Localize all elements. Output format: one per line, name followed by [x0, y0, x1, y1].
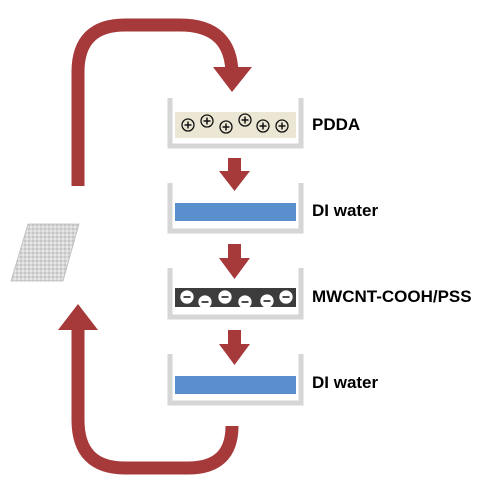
negative-ion-3	[218, 290, 232, 304]
step-label-mwcnt: MWCNT-COOH/PSS	[312, 287, 472, 306]
step-label-pdda: PDDA	[312, 115, 361, 134]
positive-ion-2	[200, 114, 214, 128]
bath-pdda	[167, 98, 304, 149]
bath-di-water-1	[167, 183, 304, 234]
bath-di-water-2	[167, 354, 304, 406]
negative-ion-4	[238, 295, 252, 309]
loop-arrow-top	[71, 18, 239, 186]
positive-ion-4	[238, 113, 252, 127]
ions-pdda	[181, 113, 289, 134]
step-label-di-water-1: DI water	[312, 201, 379, 220]
down-arrow-2	[219, 244, 250, 279]
negative-ion-1	[180, 290, 194, 304]
negative-ion-5	[260, 294, 274, 308]
container-3	[167, 268, 304, 320]
solution-pdda	[175, 112, 296, 138]
negative-ion-6	[279, 290, 293, 304]
container-4	[167, 354, 304, 406]
negative-ion-2	[198, 295, 212, 309]
positive-ion-5	[256, 119, 270, 133]
solution-water-2	[175, 376, 296, 394]
solution-water-1	[175, 203, 296, 221]
ions-mwcnt	[180, 290, 293, 309]
loop-arrow-bottom	[71, 328, 239, 475]
loop-arrowhead-bottom	[58, 304, 98, 330]
down-arrow-3	[219, 330, 250, 365]
positive-ion-1	[181, 118, 195, 132]
positive-ion-6	[275, 119, 289, 133]
substrate-fabric	[10, 223, 80, 282]
down-arrow-1	[219, 158, 250, 191]
container-2	[167, 183, 304, 234]
step-label-di-water-2: DI water	[312, 373, 379, 392]
container-1	[167, 98, 304, 149]
positive-ion-3	[219, 120, 233, 134]
loop-arrowhead-top	[213, 67, 252, 92]
